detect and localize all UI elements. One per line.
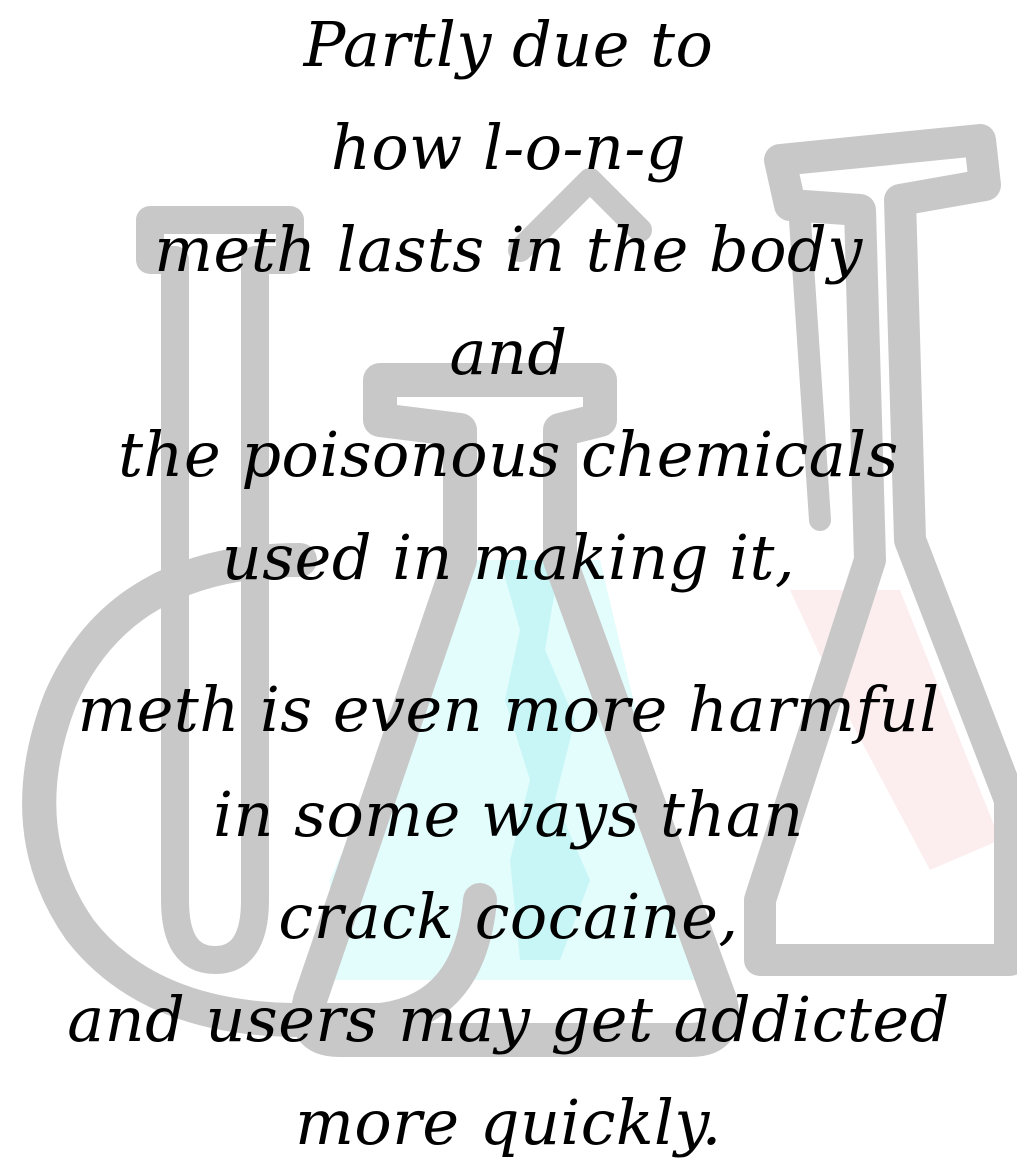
liquid-tint-accent [500,560,590,960]
stirring-rod [789,209,831,531]
text-line-9: crack cocaine, [278,880,739,953]
text-line-3: meth lasts in the body [154,213,863,286]
text-line-1: Partly due to [303,8,714,81]
tall-flask-right [744,124,1017,976]
text-line-6: used in making it, [221,521,796,594]
text-line-2: how l-o-n-g [330,111,687,184]
text-line-11: more quickly. [295,1086,722,1159]
text-line-5: the poisonous chemicals [118,418,899,491]
text-line-8: in some ways than [213,778,804,851]
text-line-7: meth is even more harmful [77,673,940,746]
glass-rod-center [508,168,652,262]
conical-flask-center [291,363,739,1057]
text-line-10: and users may get addicted [67,983,950,1056]
round-flask-left [22,543,497,1037]
test-tube-left [136,206,304,974]
text-line-4: and [449,316,568,389]
